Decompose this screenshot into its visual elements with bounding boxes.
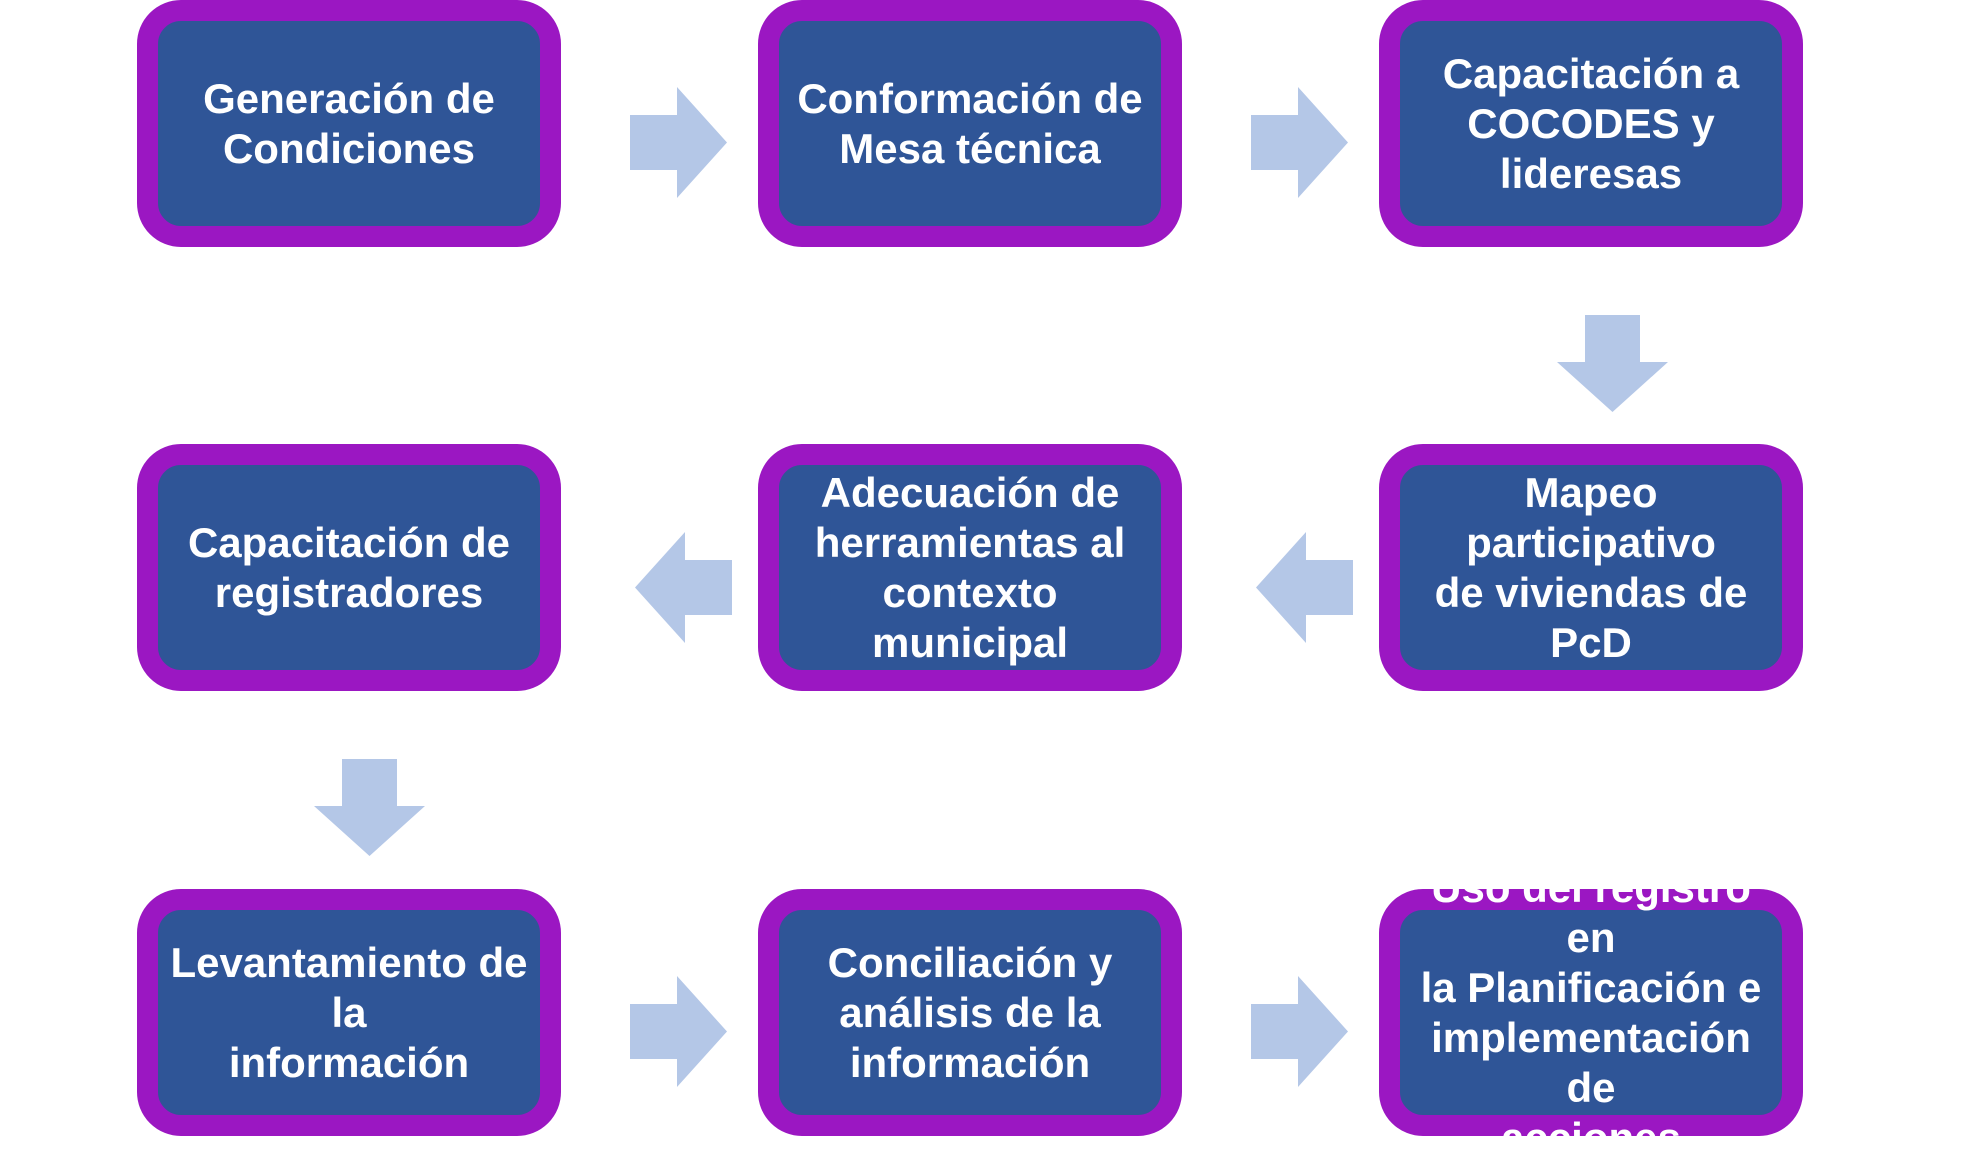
arrow-down-icon (314, 759, 425, 856)
step-generacion-de-condiciones: Generación de Condiciones (137, 0, 561, 247)
step-capacitacion-cocodes: Capacitación a COCODES y lideresas (1379, 0, 1803, 247)
arrow-right-icon (1251, 87, 1348, 198)
arrow-down-icon (1557, 315, 1668, 412)
step-mapeo-participativo: Mapeo participativo de viviendas de PcD (1379, 444, 1803, 691)
step-adecuacion-herramientas: Adecuación de herramientas al contexto m… (758, 444, 1182, 691)
arrow-right-icon (630, 976, 727, 1087)
step-label: Generación de Condiciones (203, 74, 495, 172)
step-capacitacion-registradores: Capacitación de registradores (137, 444, 561, 691)
step-conciliacion-analisis: Conciliación y análisis de la informació… (758, 889, 1182, 1136)
step-uso-del-registro: Uso del registro en la Planificación e i… (1379, 864, 1803, 1161)
step-label: Capacitación a COCODES y lideresas (1442, 49, 1740, 197)
arrow-left-icon (1256, 532, 1353, 643)
step-label: Conformación de Mesa técnica (797, 74, 1143, 172)
step-label: Mapeo participativo de viviendas de PcD (1434, 468, 1748, 666)
step-label: Levantamiento de la información (170, 938, 528, 1086)
arrow-right-icon (630, 87, 727, 198)
step-levantamiento-informacion: Levantamiento de la información (137, 889, 561, 1136)
step-label: Uso del registro en la Planificación e i… (1420, 863, 1762, 1161)
step-label: Capacitación de registradores (187, 518, 511, 616)
step-conformacion-mesa-tecnica: Conformación de Mesa técnica (758, 0, 1182, 247)
arrow-right-icon (1251, 976, 1348, 1087)
step-label: Adecuación de herramientas al contexto m… (814, 468, 1126, 666)
arrow-left-icon (635, 532, 732, 643)
step-label: Conciliación y análisis de la informació… (827, 938, 1113, 1086)
